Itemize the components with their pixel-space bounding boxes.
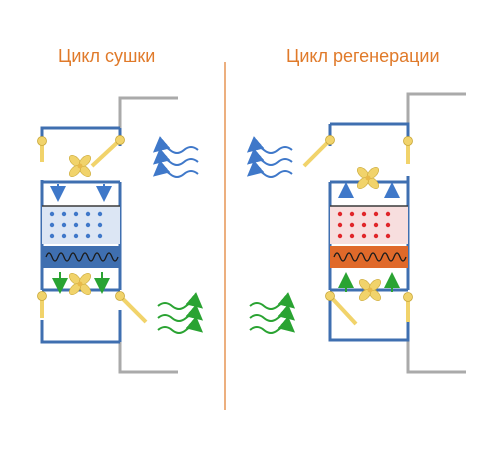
heater-coil-cold [42, 246, 120, 268]
damper-icon [302, 135, 335, 168]
duct-bottom [118, 342, 178, 374]
duct-top [406, 92, 466, 124]
fan-icon [66, 270, 94, 298]
fan-icon [66, 152, 94, 180]
damper-icon [90, 135, 125, 168]
damper-icon [115, 291, 148, 324]
regeneration-unit [246, 92, 466, 374]
regeneration-cycle-title: Цикл регенерации [286, 46, 440, 66]
moisture-dots [337, 211, 391, 239]
heater-coil-hot [330, 246, 408, 268]
desiccant-bed [42, 206, 120, 244]
wave-arrows-icon [249, 292, 296, 334]
damper-icon [403, 136, 413, 164]
wave-arrows-icon [157, 292, 204, 334]
damper-icon [37, 291, 47, 318]
fan-icon [354, 164, 382, 192]
drying-cycle-title: Цикл сушки [58, 46, 156, 66]
duct-bottom [406, 340, 466, 374]
moisture-dots [49, 211, 103, 239]
wave-arrows-icon [152, 136, 199, 178]
desiccant-bed [330, 206, 408, 244]
wave-arrows-icon [246, 136, 293, 178]
drying-unit [37, 96, 204, 374]
damper-icon [403, 292, 413, 322]
damper-icon [37, 136, 47, 162]
duct-top [118, 96, 178, 128]
damper-icon [325, 291, 358, 326]
